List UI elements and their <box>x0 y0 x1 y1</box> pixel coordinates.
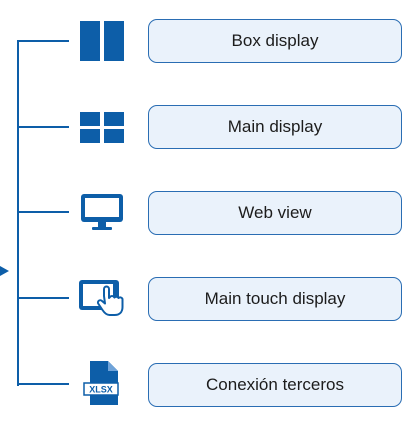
conexion-terceros-node[interactable]: Conexión terceros <box>148 363 402 407</box>
node-label: Web view <box>238 203 312 222</box>
connector-branch-line <box>17 297 69 299</box>
box-display-node[interactable]: Box display <box>148 19 402 63</box>
node-label: Conexión terceros <box>206 375 344 394</box>
xlsx-icon-text: XLSX <box>89 385 113 395</box>
connector-branch-line <box>17 383 69 385</box>
incoming-arrow-icon <box>0 266 9 276</box>
node-label: Main display <box>227 117 323 136</box>
connector-branch-line <box>17 126 69 128</box>
connector-trunk-line <box>17 41 19 386</box>
tablet-touch-icon <box>75 273 129 323</box>
connector-branch-line <box>17 211 69 213</box>
two-column-layout-icon <box>75 16 129 66</box>
four-pane-grid-icon <box>75 102 129 152</box>
node-label: Main touch display <box>204 289 346 308</box>
main-display-node[interactable]: Main display <box>148 105 402 149</box>
main-touch-display-node[interactable]: Main touch display <box>148 277 402 321</box>
web-view-node[interactable]: Web view <box>148 191 402 235</box>
monitor-icon <box>75 187 129 237</box>
xlsx-file-icon: XLSX <box>75 358 129 408</box>
node-label: Box display <box>231 31 319 50</box>
connector-branch-line <box>17 40 69 42</box>
